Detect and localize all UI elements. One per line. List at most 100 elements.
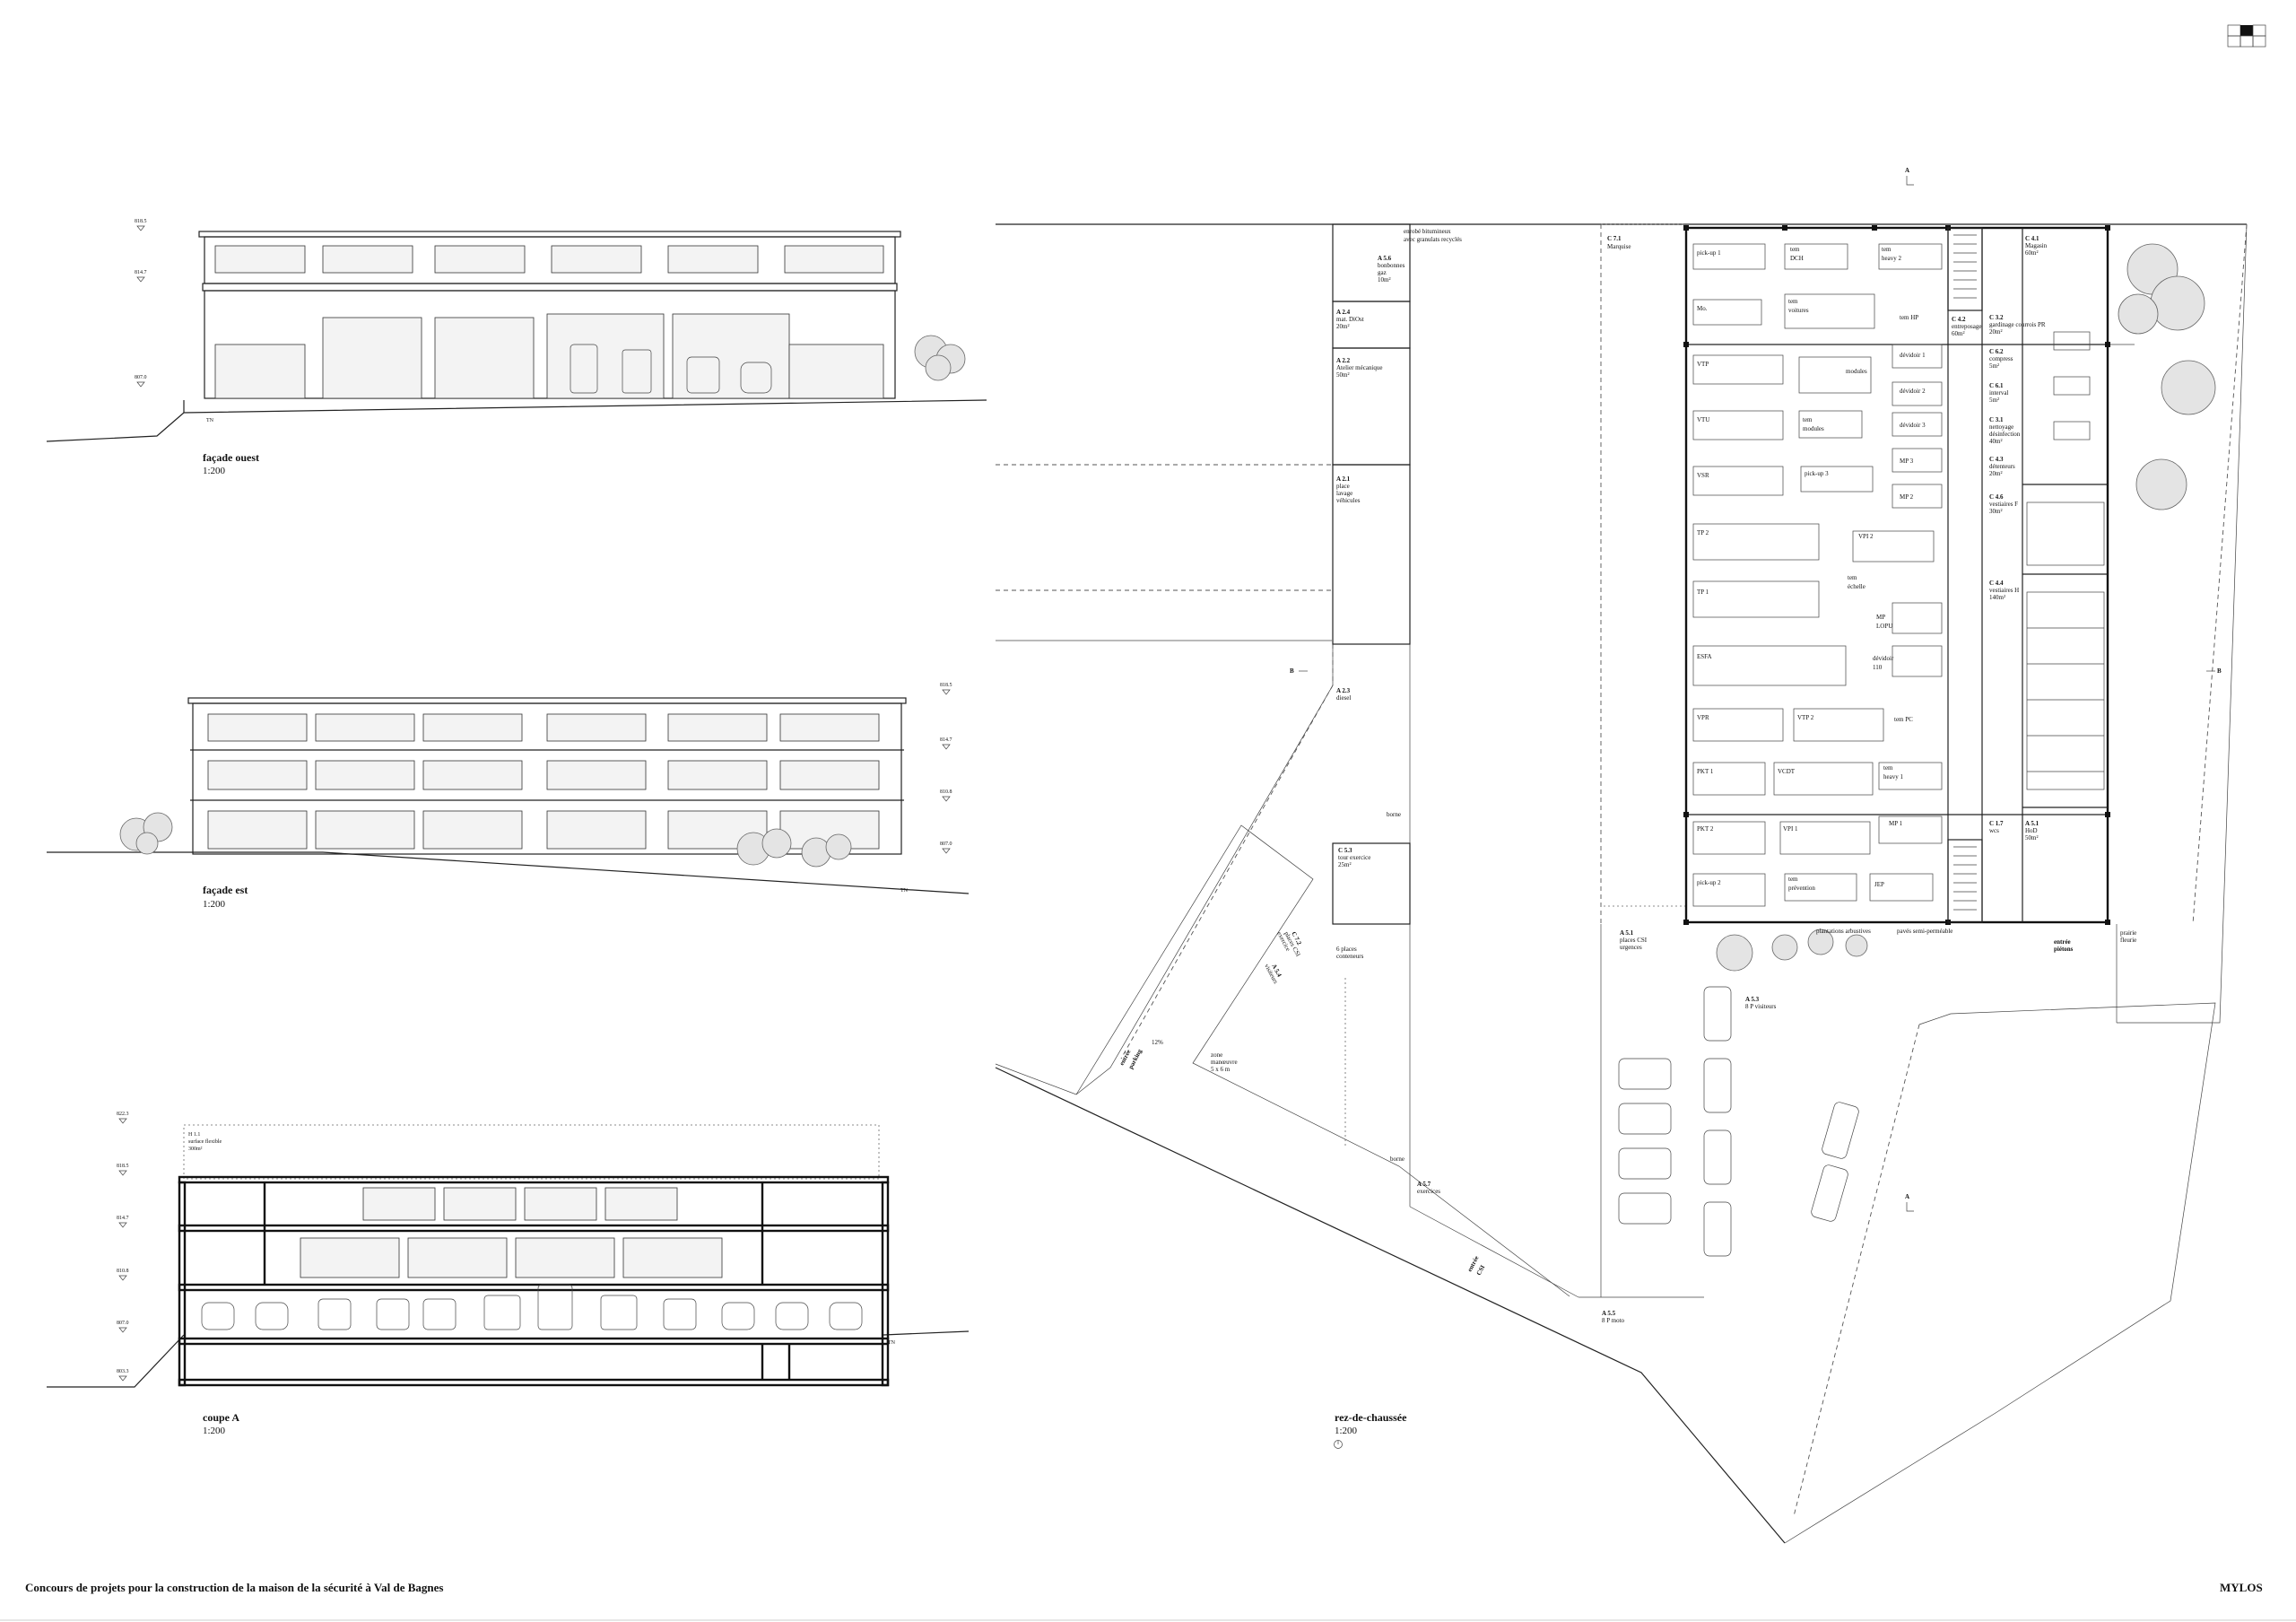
svg-text:Magasin: Magasin	[2025, 242, 2048, 249]
svg-text:pick-up 2: pick-up 2	[1697, 879, 1721, 886]
svg-text:A 5.1: A 5.1	[1620, 929, 1634, 937]
svg-text:TP 1: TP 1	[1697, 589, 1709, 596]
svg-text:C 3.2: C 3.2	[1989, 314, 2004, 321]
north-arrow-icon	[1334, 1440, 1343, 1449]
svg-text:1:200: 1:200	[203, 466, 226, 476]
svg-text:B: B	[2217, 667, 2222, 675]
svg-text:807.0: 807.0	[117, 1321, 129, 1326]
svg-text:tem PC: tem PC	[1894, 716, 1913, 723]
svg-text:A 2.1: A 2.1	[1336, 475, 1351, 483]
svg-text:tem: tem	[1883, 764, 1893, 772]
svg-text:détenteurs: détenteurs	[1989, 463, 2015, 470]
ground-floor-plan: A A B B enrobé bitumineux avec granulats…	[995, 167, 2248, 1544]
svg-text:modules: modules	[1846, 368, 1867, 375]
svg-text:810.8: 810.8	[117, 1269, 129, 1274]
svg-text:B: B	[1290, 667, 1294, 675]
parking-stalls	[1618, 986, 1859, 1257]
section-marker-a: A A	[1905, 167, 1914, 1212]
svg-text:compress: compress	[1989, 355, 2013, 362]
svg-text:dévidoir: dévidoir	[1873, 655, 1894, 662]
svg-text:803.3: 803.3	[117, 1369, 129, 1374]
svg-text:MP 1: MP 1	[1889, 820, 1903, 827]
svg-text:Atelier mécanique: Atelier mécanique	[1336, 364, 1383, 371]
svg-text:814.7: 814.7	[117, 1216, 129, 1221]
svg-text:entrée: entrée	[2054, 938, 2071, 946]
svg-text:8 P moto: 8 P moto	[1602, 1317, 1625, 1324]
svg-text:MP 3: MP 3	[1900, 458, 1914, 465]
svg-text:VPI 2: VPI 2	[1858, 533, 1874, 540]
svg-text:50m²: 50m²	[1336, 371, 1350, 379]
svg-text:8 P visiteurs: 8 P visiteurs	[1745, 1003, 1777, 1010]
svg-text:C 3.1: C 3.1	[1989, 416, 2004, 423]
facade-east: 818.5 814.7 810.8 807.0	[47, 683, 970, 910]
svg-text:entreposage: entreposage	[1952, 323, 1981, 330]
svg-text:C 4.2: C 4.2	[1952, 316, 1966, 323]
svg-text:borne: borne	[1390, 1155, 1405, 1163]
svg-text:6 places: 6 places	[1336, 946, 1357, 953]
svg-text:interval: interval	[1989, 389, 2008, 397]
svg-text:échelle: échelle	[1848, 583, 1866, 590]
svg-text:conteneurs: conteneurs	[1336, 953, 1364, 960]
svg-text:A 2.4: A 2.4	[1336, 309, 1351, 316]
svg-text:140m²: 140m²	[1989, 594, 2005, 601]
svg-text:façade ouest: façade ouest	[203, 451, 259, 464]
svg-text:10m²: 10m²	[1378, 276, 1391, 283]
svg-text:plantations arbustives: plantations arbustives	[1816, 928, 1871, 935]
svg-text:tem HP: tem HP	[1900, 314, 1918, 321]
svg-text:diesel: diesel	[1336, 694, 1351, 702]
svg-text:C 5.3: C 5.3	[1338, 847, 1352, 854]
svg-text:807.0: 807.0	[940, 842, 952, 847]
svg-text:LOPU: LOPU	[1876, 623, 1892, 630]
svg-text:C 6.2: C 6.2	[1989, 348, 2004, 355]
svg-text:VTP: VTP	[1697, 361, 1709, 368]
office-brand: MYLOS	[2220, 1581, 2263, 1594]
svg-text:mat. DiOst: mat. DiOst	[1336, 316, 1364, 323]
svg-text:places CSI: places CSI	[1620, 937, 1648, 944]
east-window-bands	[207, 713, 880, 850]
svg-text:ESFA: ESFA	[1697, 653, 1712, 660]
svg-text:place: place	[1336, 483, 1350, 490]
plan-trees	[1716, 243, 2216, 972]
svg-text:MP 2: MP 2	[1900, 493, 1914, 501]
svg-text:VPR: VPR	[1697, 714, 1709, 721]
svg-text:A 2.2: A 2.2	[1336, 357, 1351, 364]
svg-text:JEP: JEP	[1874, 881, 1884, 888]
svg-text:40m²: 40m²	[1989, 438, 2003, 445]
svg-text:véhicules: véhicules	[1336, 497, 1361, 504]
svg-text:VCDT: VCDT	[1778, 768, 1796, 775]
svg-text:TP 2: TP 2	[1697, 529, 1709, 536]
svg-text:H 1.1: H 1.1	[188, 1132, 200, 1138]
svg-text:807.0: 807.0	[135, 375, 147, 380]
svg-text:DCH: DCH	[1790, 255, 1804, 262]
level-markers-section: 822.3 818.5 814.7 810.8 807.0 803.3	[117, 1112, 129, 1382]
svg-text:gaz: gaz	[1378, 269, 1387, 276]
bay-labels: pick-up 1 tem DCH tem heavy 2 Mo. tem vo…	[1697, 246, 1926, 892]
svg-text:A: A	[1905, 167, 1909, 174]
svg-text:300m²: 300m²	[188, 1147, 203, 1152]
west-tree	[914, 335, 966, 381]
svg-text:pick-up 1: pick-up 1	[1697, 249, 1721, 257]
svg-text:A 5.7: A 5.7	[1417, 1181, 1431, 1188]
section-a: 822.3 818.5 814.7 810.8 807.0 803.3 H 1.…	[47, 1112, 970, 1436]
west-vehicles	[570, 344, 772, 394]
svg-text:vestiaires H: vestiaires H	[1989, 587, 2019, 594]
svg-text:tem: tem	[1790, 246, 1800, 253]
west-upper-windows	[214, 245, 884, 274]
svg-text:tem: tem	[1788, 298, 1798, 305]
svg-text:12%: 12%	[1152, 1039, 1163, 1046]
section-vehicles	[201, 1284, 863, 1330]
svg-text:heavy 1: heavy 1	[1883, 773, 1903, 780]
svg-text:voitures: voitures	[1788, 307, 1809, 314]
svg-text:pavés semi-perméable: pavés semi-perméable	[1897, 928, 1952, 935]
svg-text:tem: tem	[1882, 246, 1892, 253]
svg-text:lavage: lavage	[1336, 490, 1352, 497]
svg-text:exercices: exercices	[1417, 1188, 1440, 1195]
svg-text:nettoyage: nettoyage	[1989, 423, 2013, 431]
svg-text:VTU: VTU	[1697, 416, 1709, 423]
svg-text:PKT 2: PKT 2	[1697, 825, 1714, 833]
svg-text:VTP 2: VTP 2	[1797, 714, 1814, 721]
svg-text:TN: TN	[206, 418, 214, 423]
svg-text:gardinage courrois PR: gardinage courrois PR	[1989, 321, 2046, 328]
svg-text:C 1.7: C 1.7	[1989, 820, 2004, 827]
